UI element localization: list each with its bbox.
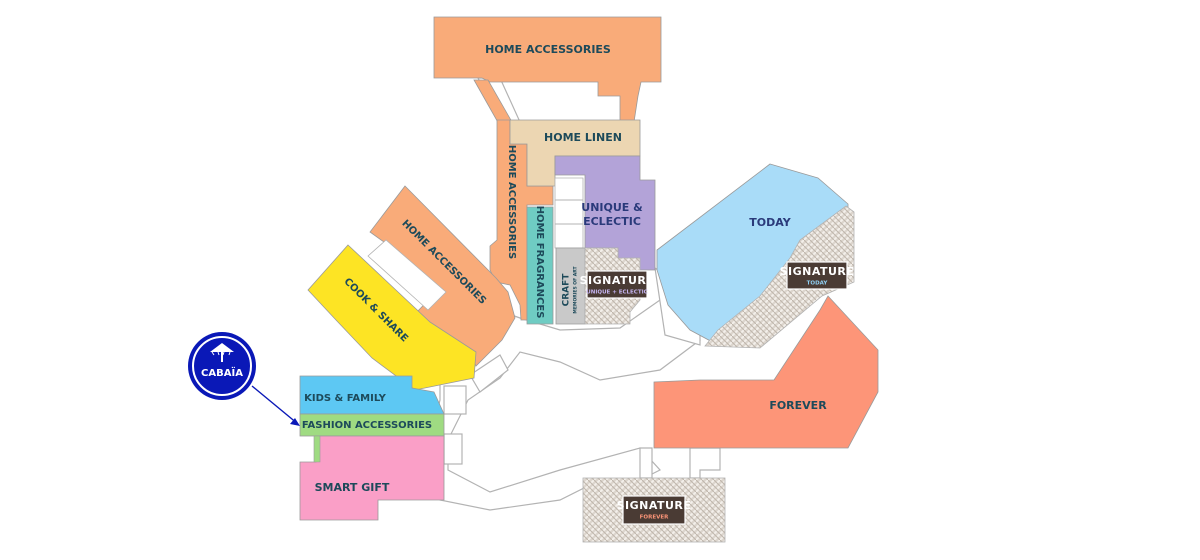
cabaia-logo[interactable]: CABAÏA	[188, 332, 256, 400]
label-craft: CRAFT	[562, 273, 572, 307]
zone-forever[interactable]	[653, 295, 879, 449]
zone-smart-gift[interactable]	[299, 435, 445, 521]
label-today: TODAY	[749, 216, 791, 229]
label-forever: FOREVER	[769, 399, 827, 412]
signature-title: SIGNATURE	[780, 265, 855, 278]
signature-badge-unique[interactable]: SIGNATURE UNIQUE + ECLECTIC	[580, 270, 655, 299]
label-craft-sub: MEMORIES OF ART	[573, 265, 579, 313]
label-home-linen: HOME LINEN	[544, 131, 622, 144]
label-fashion-accessories: FASHION ACCESSORIES	[302, 420, 432, 431]
logo-text: CABAÏA	[201, 365, 243, 379]
label-home-accessories-vertical: HOME ACCESSORIES	[506, 145, 517, 259]
label-kids-family: KIDS & FAMILY	[304, 393, 387, 404]
unique-inner-cutout	[554, 177, 584, 249]
signature-badge-forever[interactable]: SIGNATURE FOREVER	[617, 495, 692, 525]
corridor-south	[639, 447, 653, 479]
signature-subtitle: FOREVER	[640, 515, 669, 521]
signature-title: SIGNATURE	[580, 274, 655, 287]
zone-signature-today-pattern	[704, 205, 855, 349]
label-home-fragrances: HOME FRAGRANCES	[534, 206, 545, 319]
unique-inner-lines	[555, 199, 583, 225]
corridor-south-2	[689, 447, 721, 479]
zone-home-accessories-top[interactable]	[433, 16, 662, 123]
label-unique-eclectic-1: UNIQUE &	[581, 201, 643, 214]
signature-subtitle: UNIQUE + ECLECTIC	[586, 290, 647, 296]
corridor-left-1	[443, 385, 467, 415]
zone-home-fragrances[interactable]	[526, 206, 554, 325]
parasol-icon	[210, 343, 234, 362]
arrow-pointer	[251, 385, 300, 426]
signature-title: SIGNATURE	[617, 499, 692, 512]
corridor-branch	[469, 354, 509, 393]
cook-white-cutout	[367, 239, 447, 311]
smart-gift-connector	[313, 435, 321, 463]
label-unique-eclectic-2: ECLECTIC	[583, 215, 641, 228]
label-smart-gift: SMART GIFT	[315, 481, 390, 494]
signature-subtitle: TODAY	[807, 281, 829, 287]
label-home-accessories-top: HOME ACCESSORIES	[485, 43, 611, 56]
signature-badge-today[interactable]: SIGNATURE TODAY	[780, 261, 855, 290]
corridor-left-2	[443, 433, 463, 465]
